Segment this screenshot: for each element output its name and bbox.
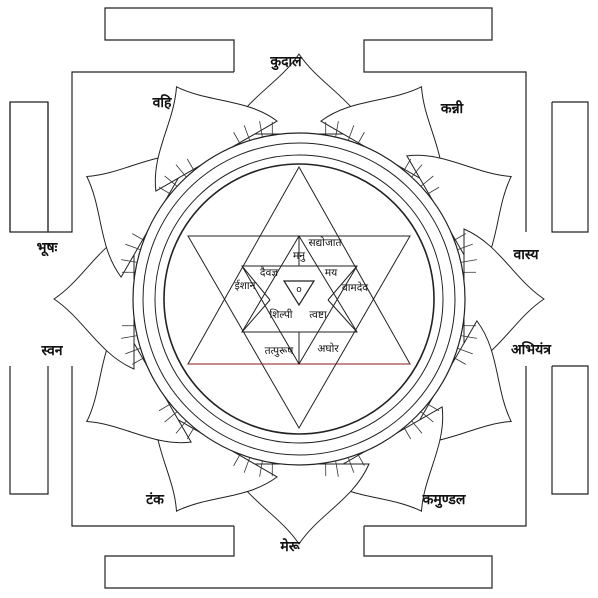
left-gate-lower-bracket bbox=[9, 366, 49, 495]
bindu-triangle bbox=[282, 280, 316, 307]
spoke bbox=[327, 265, 358, 301]
label-manu: मनु bbox=[293, 250, 306, 262]
label-svan: स्वन bbox=[41, 343, 64, 359]
label-vahi: वहि bbox=[152, 94, 172, 111]
label-daivagya: दैवज्ञ bbox=[260, 266, 278, 279]
label-maya: मय bbox=[325, 267, 338, 279]
inner-circle bbox=[163, 163, 435, 435]
label-aghora: अघोर bbox=[317, 342, 339, 355]
label-shilpi: शिल्पी bbox=[269, 308, 292, 321]
label-sadyojata: सद्योजात bbox=[309, 236, 343, 249]
outer-labels: कुदाल वहि कन्नी भूषः वास्य स्वन अभियंत्र… bbox=[37, 54, 553, 555]
label-tatpurusha: तत्पुरूष bbox=[265, 345, 295, 357]
bottom-gate bbox=[104, 526, 493, 589]
concentric-circles bbox=[132, 132, 466, 466]
label-tank: टंक bbox=[145, 492, 165, 508]
spoke bbox=[241, 265, 271, 301]
label-vasya: वास्य bbox=[513, 247, 540, 263]
label-vamadeva: वामदेव bbox=[342, 281, 368, 294]
bhupura-frame bbox=[9, 7, 589, 589]
right-gate-lower bbox=[364, 366, 527, 527]
left-gate-lower bbox=[71, 366, 234, 527]
label-meru: मेरू bbox=[279, 538, 300, 555]
outer-circle bbox=[132, 132, 466, 466]
label-tvashta: त्वष्टा bbox=[309, 309, 327, 321]
spoke bbox=[327, 299, 358, 333]
lotus-petals bbox=[53, 53, 545, 545]
inner-labels: सद्योजात मनु दैवज्ञ मय ईशान वामदेव शिल्प… bbox=[235, 236, 369, 357]
right-gate bbox=[551, 101, 589, 233]
label-abhiyantra: अभियंत्र bbox=[511, 341, 552, 358]
right-gate-lower-bracket bbox=[551, 365, 589, 495]
label-kamundal: कमुण्डल bbox=[422, 492, 466, 509]
label-bhushah: भूषः bbox=[37, 240, 59, 257]
lotus-petal bbox=[154, 86, 279, 192]
label-kudal: कुदाल bbox=[269, 54, 302, 71]
spoke bbox=[241, 299, 271, 333]
label-kanni: कन्नी bbox=[440, 100, 465, 117]
circle-3 bbox=[154, 154, 444, 444]
hexagram bbox=[187, 165, 411, 429]
label-ishana: ईशान bbox=[235, 279, 256, 292]
circle-2 bbox=[142, 142, 456, 456]
petal-veins bbox=[121, 121, 477, 477]
label-bindu: o bbox=[296, 285, 302, 295]
left-gate bbox=[9, 102, 49, 233]
top-gate-left-bracket bbox=[104, 7, 527, 232]
